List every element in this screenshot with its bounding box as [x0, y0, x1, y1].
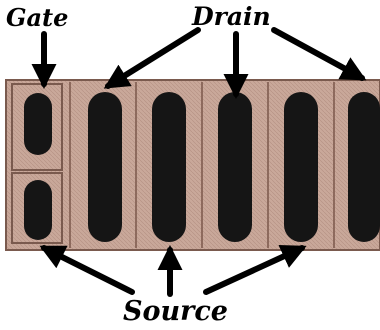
arrow-source-left: [39, 245, 135, 295]
gate-pad-lower: [11, 172, 63, 244]
finger-4: [284, 92, 318, 242]
finger-1: [88, 92, 122, 242]
gate-contact-lower: [24, 180, 52, 240]
arrow-drain-left: [103, 27, 201, 89]
finger-5: [348, 92, 380, 242]
finger-2: [152, 92, 186, 242]
arrow-source-right: [203, 244, 307, 295]
gate-label: Gate: [6, 3, 69, 32]
cell-dividers: [69, 82, 335, 248]
finger-3: [218, 92, 252, 242]
arrow-drain-right: [271, 27, 367, 81]
drain-label: Drain: [192, 2, 271, 31]
source-label: Source: [123, 296, 228, 327]
gate-contact-upper: [24, 93, 52, 155]
